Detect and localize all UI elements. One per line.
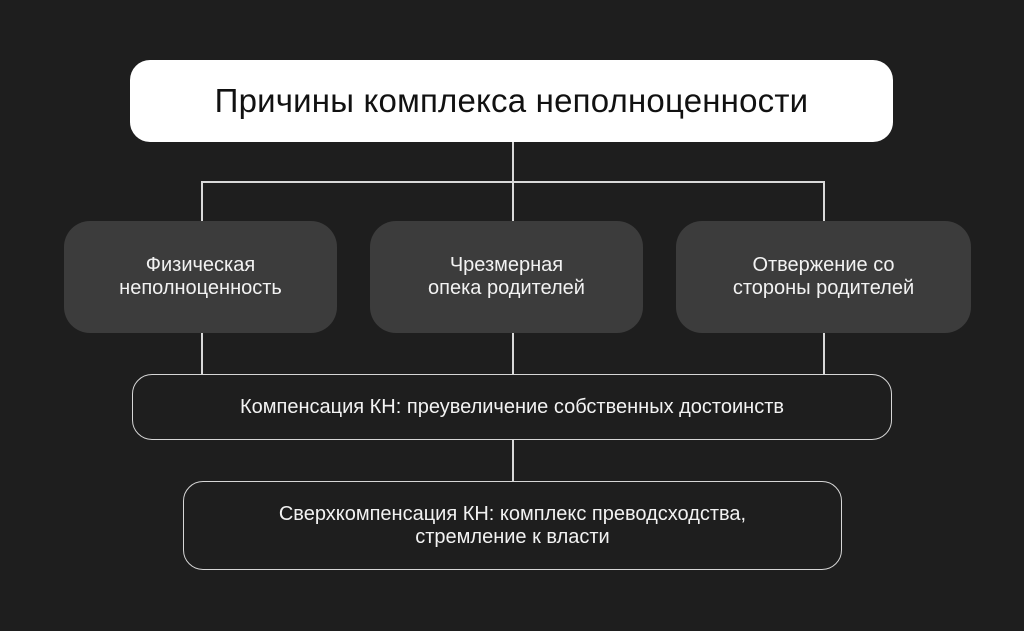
connector-to-cause-2	[512, 181, 514, 221]
title-text: Причины комплекса неполноценности	[214, 82, 809, 119]
cause-line-2: неполноценность	[119, 277, 282, 299]
connector-cause-2-down	[512, 333, 514, 374]
cause-box-rejection: Отвержение со стороны родителей	[676, 221, 971, 333]
compensation-box: Компенсация КН: преувеличение собственны…	[132, 374, 892, 440]
cause-line-1: Отвержение со	[752, 254, 895, 276]
cause-text: Отвержение со стороны родителей	[733, 254, 914, 300]
compensation-text: Компенсация КН: преувеличение собственны…	[240, 395, 784, 418]
connector-cause-1-down	[201, 333, 203, 374]
cause-text: Чрезмерная опека родителей	[428, 254, 585, 300]
connector-to-cause-1	[201, 181, 203, 221]
connector-cause-3-down	[823, 333, 825, 374]
title-box: Причины комплекса неполноценности	[130, 60, 893, 142]
cause-box-overprotection: Чрезмерная опека родителей	[370, 221, 643, 333]
overcompensation-line-1: Сверхкомпенсация КН: комплекс преводсход…	[278, 502, 747, 525]
connector-title-down	[512, 142, 514, 182]
cause-line-1: Чрезмерная	[449, 254, 564, 276]
overcompensation-line-2: стремление к власти	[415, 525, 610, 548]
cause-text: Физическая неполноценность	[119, 254, 282, 300]
cause-line-2: опека родителей	[428, 277, 585, 299]
overcompensation-box: Сверхкомпенсация КН: комплекс преводсход…	[183, 481, 842, 570]
cause-line-1: Физическая	[145, 254, 256, 276]
cause-line-2: стороны родителей	[732, 277, 915, 299]
cause-box-physical: Физическая неполноценность	[64, 221, 337, 333]
connector-to-cause-3	[823, 181, 825, 221]
connector-comp-to-over	[512, 440, 514, 481]
